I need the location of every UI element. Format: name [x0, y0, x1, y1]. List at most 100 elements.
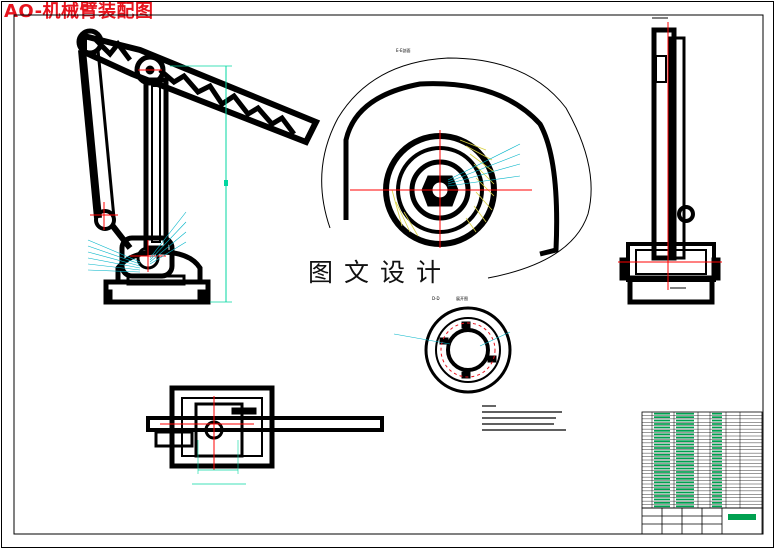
parts-table-cell-text	[676, 471, 694, 473]
parts-table-cell-text	[654, 450, 670, 453]
parts-table-cell-text	[676, 423, 694, 425]
drawing-title: AO-机械臂装配图	[4, 1, 154, 22]
parts-table-cell-text	[676, 419, 694, 422]
parts-table-cell-text	[712, 488, 722, 490]
technical-requirements-note	[482, 405, 566, 431]
parts-table-cell-text	[712, 440, 722, 442]
parts-table-cell-text	[676, 443, 694, 446]
title-block	[641, 507, 763, 535]
parts-table-cell-text	[712, 416, 722, 418]
parts-table-cell-text	[654, 430, 670, 432]
parts-table-cell-text	[712, 471, 722, 473]
parts-table-cell-text	[712, 436, 722, 439]
parts-table-cell-text	[712, 460, 722, 463]
parts-table-cell-text	[676, 454, 694, 456]
parts-table-cell-text	[712, 505, 722, 508]
parts-table-cell-text	[712, 447, 722, 449]
parts-table-cell-text	[654, 460, 670, 463]
parts-table-cell-text	[676, 488, 694, 490]
parts-table-cell-text	[654, 502, 670, 504]
parts-table-cell-text	[654, 491, 670, 494]
parts-table-cell-text	[654, 484, 670, 487]
parts-table-cell-text	[712, 457, 722, 460]
parts-table-cell-text	[712, 412, 722, 415]
parts-table-cell-text	[676, 460, 694, 463]
parts-table-cell-text	[676, 481, 694, 484]
parts-table-cell-text	[712, 474, 722, 477]
parts-table-cell-text	[676, 430, 694, 432]
parts-table-cell-text	[676, 426, 694, 429]
parts-table-cell-text	[676, 467, 694, 470]
parts-table-cell-text	[654, 447, 670, 449]
watermark-text: 图文设计	[308, 258, 453, 287]
side-view	[619, 27, 721, 305]
parts-table-cell-text	[676, 502, 694, 504]
parts-table-cell-text	[654, 433, 670, 436]
parts-table-cell-text	[712, 502, 722, 504]
parts-table-cell-text	[712, 423, 722, 425]
parts-table-cell-text	[654, 457, 670, 460]
parts-table-cell-text	[654, 478, 670, 480]
parts-table-cell-text	[712, 450, 722, 453]
parts-table-cell-text	[654, 498, 670, 501]
parts-table-cell-text	[654, 474, 670, 477]
parts-table	[641, 411, 763, 509]
parts-table-cell-text	[712, 467, 722, 470]
parts-table-cell-text	[712, 454, 722, 456]
parts-table-cell-text	[654, 454, 670, 456]
parts-table-cell-text	[712, 484, 722, 487]
detail-label-dd: D-D	[432, 296, 440, 301]
parts-table-cell-text	[654, 505, 670, 508]
parts-table-cell-text	[676, 433, 694, 436]
parts-table-cell-text	[676, 412, 694, 415]
parts-table-cell-text	[676, 416, 694, 418]
parts-table-cell-text	[676, 464, 694, 466]
parts-table-cell-text	[654, 481, 670, 484]
inner-border	[13, 14, 764, 535]
parts-table-cell-text	[676, 440, 694, 442]
parts-table-cell-text	[712, 443, 722, 446]
front-view-annotations	[87, 65, 232, 303]
parts-table-cell-text	[654, 416, 670, 418]
parts-table-cell-text	[676, 457, 694, 460]
detail-view-annotations	[393, 322, 511, 378]
parts-table-cell-text	[654, 495, 670, 497]
parts-table-cell-text	[712, 481, 722, 484]
top-view	[146, 385, 384, 469]
parts-table-cell-text	[654, 488, 670, 490]
parts-table-cell-text	[654, 412, 670, 415]
section-label: E-E剖面	[396, 47, 411, 53]
detail-label-expanded: 展开图	[456, 295, 468, 301]
parts-table-cell-text	[676, 495, 694, 497]
parts-table-cell-text	[712, 433, 722, 436]
parts-table-cell-text	[654, 443, 670, 446]
section-view-ee	[321, 57, 592, 279]
side-view-annotations	[618, 17, 722, 290]
parts-table-cell-text	[654, 423, 670, 425]
parts-table-cell-text	[676, 505, 694, 508]
parts-table-cell-text	[676, 447, 694, 449]
parts-table-cell-text	[676, 436, 694, 439]
parts-table-cell-text	[676, 478, 694, 480]
parts-table-cell-text	[654, 464, 670, 466]
parts-table-cell-text	[676, 474, 694, 477]
parts-table-cell-text	[676, 484, 694, 487]
parts-table-cell-text	[654, 467, 670, 470]
parts-table-cell-text	[676, 498, 694, 501]
detail-view-dd	[424, 306, 512, 394]
parts-table-cell-text	[712, 430, 722, 432]
top-view-annotations	[160, 396, 254, 485]
parts-table-cell-text	[654, 426, 670, 429]
parts-table-cell-text	[712, 498, 722, 501]
parts-table-cell-text	[676, 450, 694, 453]
section-view-annotations	[350, 130, 532, 248]
parts-table-cell-text	[676, 491, 694, 494]
parts-table-cell-text	[712, 419, 722, 422]
parts-table-cell-text	[654, 436, 670, 439]
front-view	[76, 28, 321, 305]
parts-table-cell-text	[654, 471, 670, 473]
parts-table-cell-text	[712, 495, 722, 497]
parts-table-cell-text	[654, 440, 670, 442]
